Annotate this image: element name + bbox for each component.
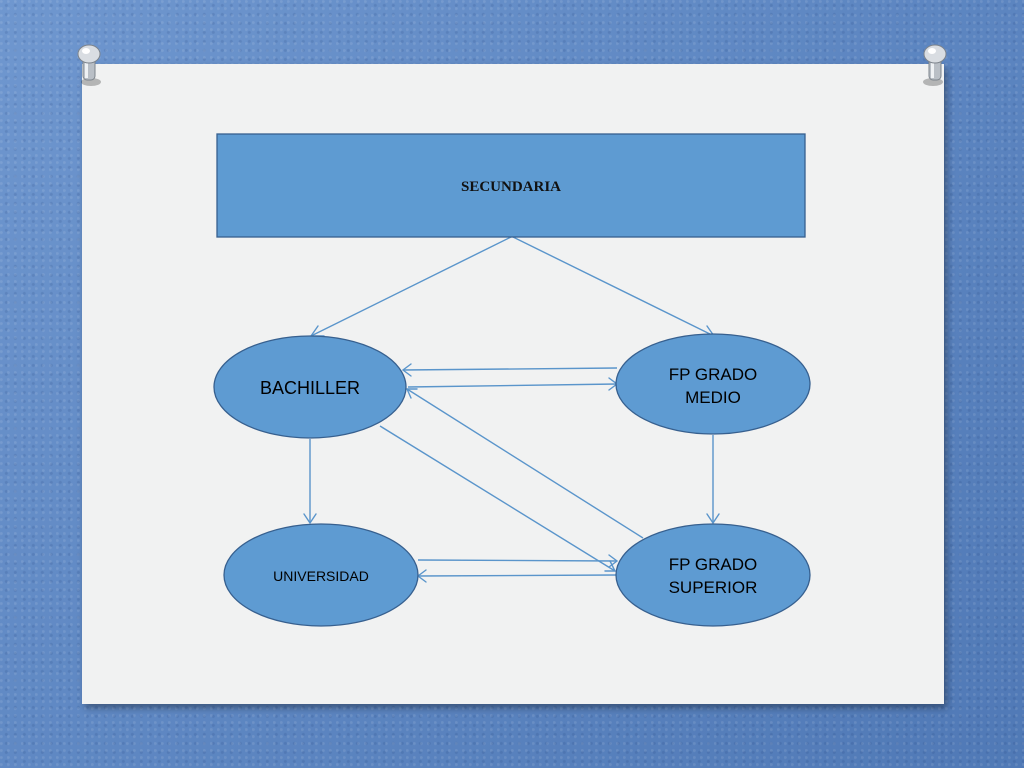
node-fp-grado-superior: FP GRADO SUPERIOR bbox=[615, 523, 811, 627]
edge-fp-grado-superior-bachiller bbox=[406, 388, 644, 539]
edge-secundaria-fp-grado-medio bbox=[512, 236, 715, 337]
pushpin-icon bbox=[77, 44, 101, 86]
svg-text:BACHILLER: BACHILLER bbox=[260, 378, 360, 398]
edge-bachiller-fp-grado-medio bbox=[407, 383, 618, 388]
node-universidad: UNIVERSIDAD bbox=[223, 523, 419, 627]
node-label-secundaria: SECUNDARIA bbox=[461, 179, 561, 195]
node-label-bachiller: BACHILLER bbox=[260, 378, 360, 398]
edge-bachiller-fp-grado-superior bbox=[379, 425, 616, 572]
pushpin-icon bbox=[923, 44, 947, 86]
arrowhead-icon bbox=[706, 513, 720, 525]
svg-text:SECUNDARIA: SECUNDARIA bbox=[461, 179, 561, 195]
node-label-universidad: UNIVERSIDAD bbox=[273, 568, 369, 584]
arrowhead-icon bbox=[303, 513, 317, 525]
node-fp-grado-medio: FP GRADO MEDIO bbox=[615, 333, 811, 435]
node-label-fp-grado-superior: FP GRADO bbox=[669, 555, 757, 574]
edge-secundaria-bachiller bbox=[310, 236, 512, 337]
svg-text:UNIVERSIDAD: UNIVERSIDAD bbox=[273, 568, 369, 584]
edge-fp-grado-medio-bachiller bbox=[402, 367, 618, 371]
node-bachiller: BACHILLER bbox=[213, 335, 407, 439]
arrowhead-icon bbox=[608, 554, 619, 568]
edge-universidad-fp-grado-superior bbox=[417, 559, 618, 562]
arrowhead-icon bbox=[405, 388, 418, 399]
node-label-fp-grado-medio: MEDIO bbox=[685, 388, 741, 407]
node-label-fp-grado-superior: SUPERIOR bbox=[669, 578, 758, 597]
edges bbox=[303, 236, 720, 583]
arrowhead-icon bbox=[401, 363, 412, 377]
node-secundaria: SECUNDARIA bbox=[216, 133, 806, 238]
edge-fp-grado-superior-universidad bbox=[417, 574, 618, 577]
node-label-fp-grado-medio: FP GRADO bbox=[669, 365, 757, 384]
